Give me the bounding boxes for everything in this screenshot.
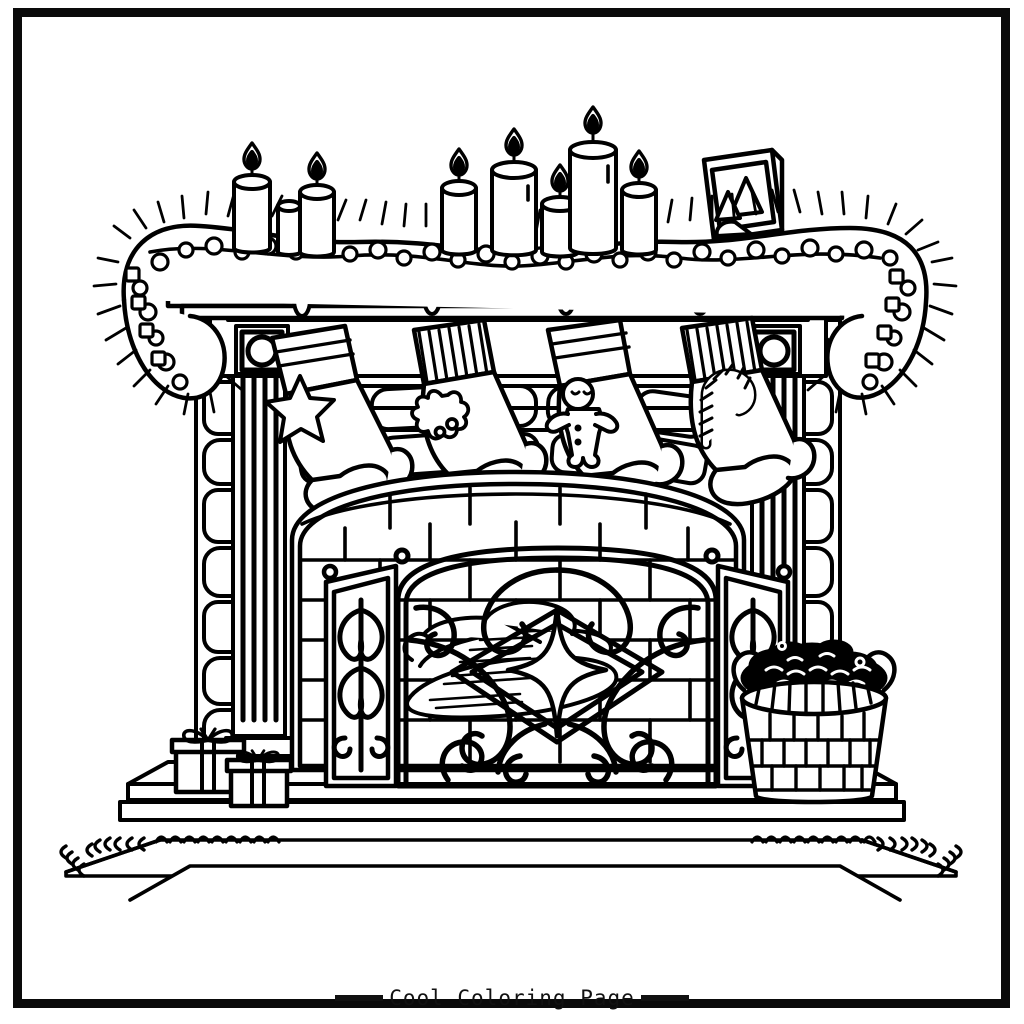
candle-4 — [440, 147, 478, 257]
mantel-picture-frame — [701, 147, 785, 243]
four-point-star-motif — [505, 605, 609, 739]
candle-2 — [298, 151, 336, 259]
candle-group — [232, 105, 658, 259]
left-panel-filigree — [331, 597, 391, 773]
gift-box-small — [224, 748, 294, 809]
holly-motif — [410, 389, 471, 441]
fire-screen-left-panel — [321, 563, 399, 789]
right-rosette-medallion — [751, 329, 797, 373]
candle-7 — [568, 105, 618, 256]
rug-fringe-corners — [59, 836, 963, 878]
candy-cane-motif — [698, 362, 757, 450]
candle-5 — [490, 127, 538, 258]
basket-weave-rows — [748, 711, 880, 792]
watermark-rule-right — [640, 995, 689, 1001]
fire-screen-center-panel — [393, 545, 721, 789]
candle-1 — [232, 141, 272, 255]
candle-3-short — [276, 199, 302, 257]
watermark: Cool Coloring Page — [0, 988, 1024, 1009]
gingerbread-man-motif — [544, 377, 620, 469]
candle-8 — [620, 149, 658, 257]
rug-fringe-top — [154, 835, 877, 844]
center-scrollwork — [407, 567, 707, 785]
hearth-rug — [64, 838, 958, 902]
pinecone-basket — [731, 639, 897, 805]
basket-rim-weave — [754, 680, 873, 715]
watermark-rule-left — [335, 995, 384, 1001]
watermark-text: Cool Coloring Page — [389, 986, 635, 1010]
